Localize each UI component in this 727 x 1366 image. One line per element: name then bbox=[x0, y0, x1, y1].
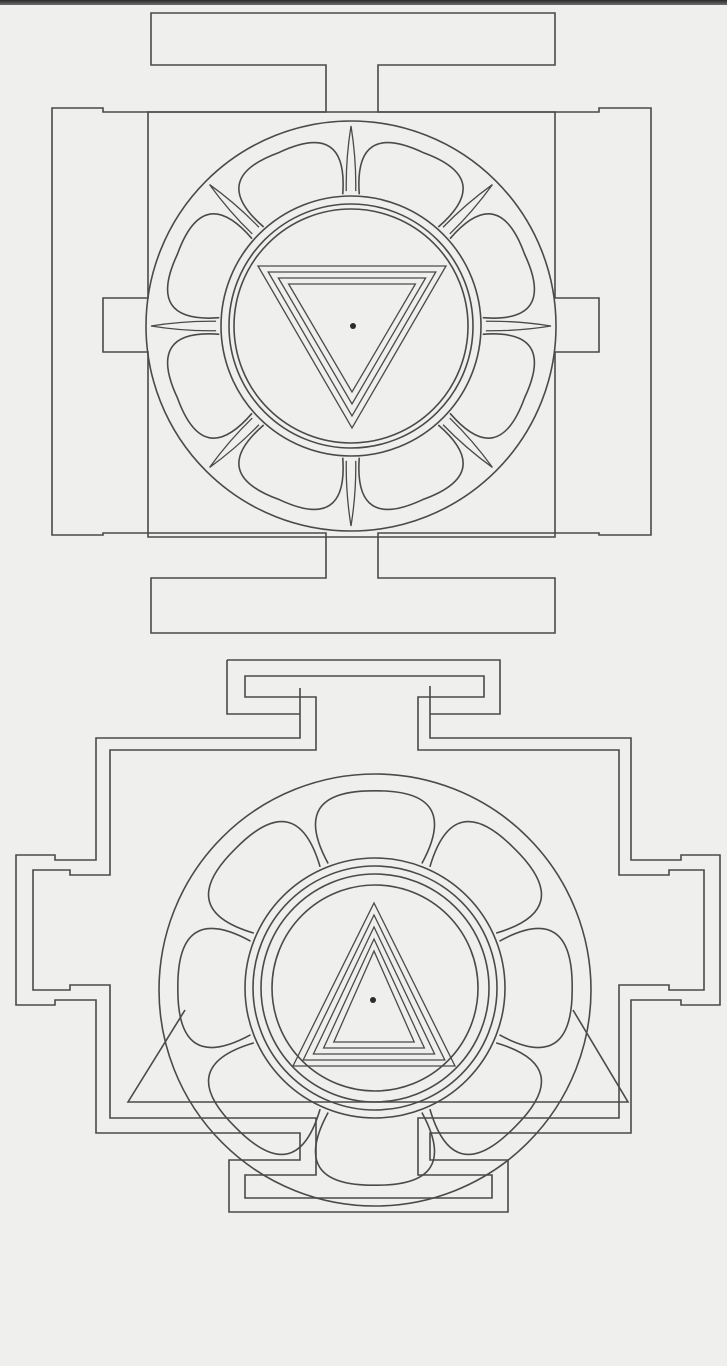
lotus-petal bbox=[239, 425, 343, 509]
lotus-petal bbox=[168, 214, 252, 318]
lotus-petal bbox=[239, 143, 343, 227]
yantra-bottom-frame-outer bbox=[16, 660, 720, 1212]
lotus-petal bbox=[499, 928, 572, 1047]
yantra-bottom-lotus-petals bbox=[178, 791, 572, 1185]
yantra-bottom-circle-2 bbox=[253, 866, 497, 1110]
petal-spike bbox=[210, 185, 259, 234]
nested-triangle bbox=[268, 272, 436, 416]
yantra-bottom bbox=[0, 650, 727, 1366]
nested-triangle bbox=[289, 284, 416, 392]
petal-spike bbox=[346, 126, 356, 191]
petal-spike bbox=[486, 321, 551, 331]
yantra-bottom-base-triangle bbox=[128, 1010, 628, 1102]
petal-spike bbox=[210, 418, 259, 467]
lotus-petal bbox=[168, 334, 252, 438]
lotus-petal bbox=[450, 334, 534, 438]
yantra-bottom-triangles bbox=[293, 903, 455, 1066]
nested-triangle bbox=[313, 927, 434, 1054]
yantra-bottom-circle-1 bbox=[245, 858, 505, 1118]
lotus-petal bbox=[315, 1112, 434, 1185]
yantra-bottom-frame bbox=[16, 660, 720, 1212]
nested-triangle bbox=[303, 915, 445, 1060]
yantra-top-frame-outer bbox=[52, 13, 651, 633]
petal-spike bbox=[443, 185, 492, 234]
yantra-bottom-outer-circle bbox=[159, 774, 591, 1206]
lotus-petal bbox=[178, 928, 251, 1047]
yantra-bottom-frame-inner bbox=[33, 676, 704, 1198]
yantra-top-triangles bbox=[258, 266, 446, 428]
yantra-top-bindu bbox=[350, 323, 356, 329]
lotus-petal bbox=[450, 214, 534, 318]
yantra-top bbox=[0, 0, 727, 650]
lotus-petal bbox=[430, 1043, 542, 1155]
nested-triangle bbox=[334, 951, 414, 1042]
lotus-petal bbox=[315, 791, 434, 864]
yantra-top-frame bbox=[52, 13, 651, 633]
petal-spike bbox=[346, 461, 356, 526]
lotus-petal bbox=[359, 143, 463, 227]
petal-spike bbox=[443, 418, 492, 467]
lotus-petal bbox=[359, 425, 463, 509]
yantra-bottom-circle-3 bbox=[261, 874, 489, 1102]
yantra-bottom-bindu bbox=[370, 997, 376, 1003]
lotus-petal bbox=[430, 822, 542, 934]
nested-triangle bbox=[278, 278, 425, 404]
petal-spike bbox=[151, 321, 216, 331]
lotus-petal bbox=[209, 822, 321, 934]
